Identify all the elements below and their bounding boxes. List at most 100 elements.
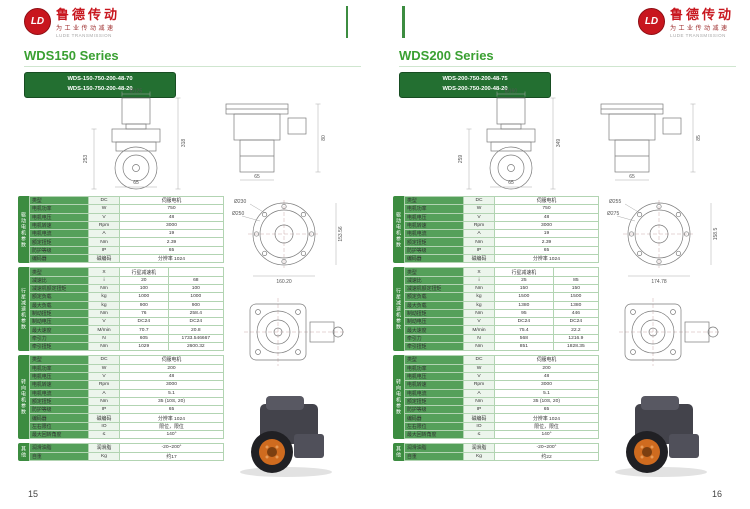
dim-label: Ø250 bbox=[232, 211, 244, 217]
table-row: 减速比 i 20 68 bbox=[29, 275, 225, 285]
table-row: 额定负载 kg 1000 1000 bbox=[29, 292, 225, 302]
spec-cell-value: 1828.35 bbox=[552, 342, 600, 352]
spec-cell-label: 电机转速 bbox=[404, 380, 464, 390]
product-photo bbox=[240, 396, 332, 477]
spec-cell-label: 润滑油脂 bbox=[29, 443, 89, 453]
spec-cell-value: 19 bbox=[119, 229, 224, 239]
spec-cell-label: 防护等级 bbox=[29, 405, 89, 415]
spec-group-steering-motor: 转向电机参数 类型 DC 伺服电机 电机功率 W 200 bbox=[18, 355, 224, 440]
dim-label: 160.20 bbox=[276, 279, 292, 284]
spec-cell-unit: i bbox=[88, 275, 120, 285]
spec-cell-unit: Rpm bbox=[88, 220, 120, 231]
spec-cell-unit: N bbox=[463, 333, 495, 344]
spec-cell-label: 牵引扭矩 bbox=[404, 342, 464, 352]
spec-cell-label: 电机电压 bbox=[29, 371, 89, 382]
dim-label: Ø230 bbox=[234, 199, 246, 205]
table-row: 类型 X 行星减速机 bbox=[29, 267, 225, 277]
spec-cell-value: 150 bbox=[494, 283, 554, 294]
spec-cell-label: 润滑油脂 bbox=[404, 443, 464, 453]
table-row: 最大速度 M/min 75.4 22.2 bbox=[404, 325, 600, 335]
spec-cell-unit: IP bbox=[88, 405, 120, 415]
spec-group-label: 转向电机参数 bbox=[393, 355, 404, 440]
spec-cell-unit: 润滑脂 bbox=[463, 443, 495, 453]
table-row: 电机转速 Rpm 3000 bbox=[404, 220, 599, 231]
spec-cell-label: 自重 bbox=[29, 451, 89, 461]
spec-cell-value: DC24 bbox=[167, 317, 225, 327]
spec-cell-unit: Nm bbox=[463, 237, 495, 247]
drawing-top-view: Ø230 Ø250 160.20 153.56 bbox=[232, 199, 344, 284]
spec-cell-value: 1500 bbox=[494, 292, 554, 302]
table-row: 最大负载 kg 900 900 bbox=[29, 300, 225, 310]
spec-cell-label: 额定负载 bbox=[404, 292, 464, 302]
spec-cell-unit: ≤ bbox=[88, 429, 120, 440]
spec-cell-unit: DC bbox=[88, 355, 120, 365]
dim-label: 85 bbox=[696, 135, 702, 141]
spec-cell-value: 95 bbox=[494, 308, 554, 319]
spec-cell-value: 3000 bbox=[494, 220, 599, 231]
table-row: 左右限位 IO 限位，限位 bbox=[404, 421, 599, 432]
spec-table: 类型 DC 伺服电机 电机功率 W 200 电机电压 V bbox=[404, 355, 599, 440]
table-row: 编码器 磁编码 分辨率 1024 bbox=[404, 254, 599, 264]
drawing-front-view: 80 65 bbox=[225, 103, 327, 181]
spec-cell-label: 电机电流 bbox=[29, 229, 89, 239]
spec-cell-label: 电机转速 bbox=[29, 220, 89, 231]
table-row: 电机电流 A 19 bbox=[404, 229, 599, 239]
spec-cell-value: 68 bbox=[167, 275, 225, 285]
spec-cell-value: 2.39 bbox=[119, 237, 224, 247]
spec-cell-label: 制动扭矩 bbox=[404, 308, 464, 319]
spec-cell-unit: W bbox=[463, 204, 495, 214]
spec-cell-label: 电机电压 bbox=[404, 212, 464, 222]
spec-cell-unit: A bbox=[463, 229, 495, 239]
spec-cell-value: 35 (10S, 20) bbox=[494, 396, 599, 407]
spec-group-other: 其他 润滑油脂 润滑脂 -20~200° 自重 Kg 约17 bbox=[18, 443, 224, 461]
spec-cell-value: 200 bbox=[119, 363, 224, 373]
spec-cell-value: 1216.9 bbox=[552, 333, 600, 344]
spec-cell-label: 类型 bbox=[29, 195, 89, 206]
brand-text: 鲁德传动 为工业传动减速 LUDE TRANSMISSION bbox=[56, 7, 120, 38]
spec-cell-value: 65 bbox=[494, 405, 599, 415]
dim-label: 65 bbox=[508, 180, 514, 186]
spec-cell-value: 100 bbox=[119, 283, 169, 294]
spec-cell-label: 最大速度 bbox=[29, 325, 89, 335]
spec-cell-label: 类型 bbox=[404, 195, 464, 206]
table-row: 最大速度 M/min 70.7 20.8 bbox=[29, 325, 225, 335]
spec-group-drive-motor: 驱动电机参数 类型 DC 伺服电机 电机功率 W 750 bbox=[18, 195, 224, 264]
spec-cell-label: 类型 bbox=[29, 355, 89, 365]
spec-cell-label: 额定扭矩 bbox=[29, 396, 89, 407]
title-underline bbox=[24, 66, 361, 67]
brand-tagline: 为工业传动减速 bbox=[669, 26, 730, 33]
table-row: 制动扭矩 Nm 95 446 bbox=[404, 308, 600, 319]
spec-cell-unit: Nm bbox=[463, 396, 495, 407]
spec-cell-label: 制动电压 bbox=[29, 317, 89, 327]
table-row: 自重 Kg 约22 bbox=[404, 451, 599, 461]
table-row: 减速机额定扭矩 Nm 100 100 bbox=[29, 283, 225, 294]
spec-cell-unit: Rpm bbox=[88, 380, 120, 390]
spec-tables: 驱动电机参数 类型 DC 伺服电机 电机功率 W 750 bbox=[18, 195, 225, 461]
spec-cell-label: 最大回转角度 bbox=[29, 429, 89, 440]
table-row: 类型 DC 伺服电机 bbox=[404, 195, 599, 206]
spec-cell-unit: kg bbox=[88, 300, 120, 310]
spec-cell-value bbox=[167, 267, 225, 277]
spec-cell-label: 减速比 bbox=[29, 275, 89, 285]
page-number: 15 bbox=[28, 489, 39, 499]
spec-cell-label: 电机电压 bbox=[404, 371, 464, 382]
spec-cell-unit: A bbox=[88, 388, 120, 398]
spec-cell-value: 140° bbox=[119, 429, 224, 440]
table-row: 防护等级 IP 65 bbox=[404, 405, 599, 415]
drawing-steering-view bbox=[619, 298, 719, 366]
spec-cell-unit: kg bbox=[88, 292, 120, 302]
spec-cell-label: 编码器 bbox=[29, 254, 89, 264]
dim-label: 65 bbox=[629, 174, 635, 180]
spec-cell-value: 1733.546667 bbox=[167, 333, 225, 344]
spec-cell-value: 25 bbox=[494, 275, 554, 285]
page-right: LD 鲁德传动 为工业传动减速 LUDE TRANSMISSION WDS200… bbox=[375, 0, 750, 509]
brand-logo: LD 鲁德传动 为工业传动减速 LUDE TRANSMISSION bbox=[24, 7, 120, 38]
spec-cell-unit: Nm bbox=[463, 342, 495, 352]
table-row: 电机电流 A 19 bbox=[29, 229, 224, 239]
spec-group-label: 行星减速机参数 bbox=[18, 267, 29, 352]
dim-label: Ø255 bbox=[609, 199, 621, 205]
spec-cell-label: 电机电流 bbox=[29, 388, 89, 398]
spec-group-gearbox: 行星减速机参数 类型 X 行星减速机 减速比 i 20 bbox=[18, 267, 225, 352]
drawing-front-view: 85 65 bbox=[600, 103, 702, 181]
spec-cell-unit: Kg bbox=[88, 451, 120, 461]
